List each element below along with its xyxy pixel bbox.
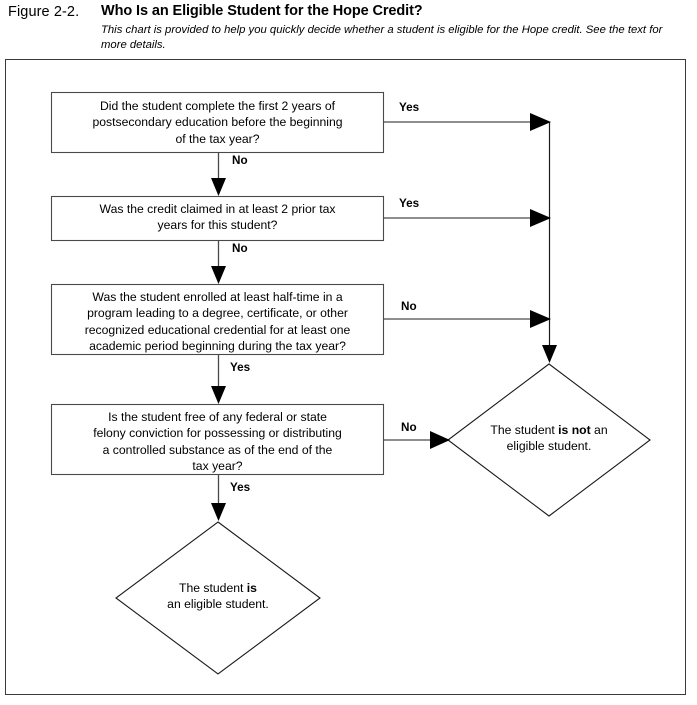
outcome-eligible-text: The student is an eligible student. [128,580,308,613]
edge-label-q3-no: No [401,300,417,313]
figure-subtitle: This chart is provided to help you quick… [101,24,663,51]
decision-box-4-text: Is the student free of any federal or st… [93,410,342,474]
edge-label-q4-no: No [401,421,417,434]
edge-label-q2-yes: Yes [399,197,420,210]
decision-box-1-text: Did the student complete the first 2 yea… [92,99,343,146]
eligible-line2: an eligible student. [167,597,269,612]
figure-title: Who Is an Eligible Student for the Hope … [101,3,423,19]
eligible-line1: The student is [179,581,257,595]
figure-number: Figure 2-2. [8,4,80,20]
edge-label-q1-no: No [232,154,248,167]
edge-label-q1-yes: Yes [399,101,420,114]
chart-frame [5,59,686,695]
outcome-not-eligible-text: The student is not an eligible student. [459,422,639,455]
edge-label-q3-yes: Yes [230,361,251,374]
edge-label-q2-no: No [232,242,248,255]
decision-box-3-text: Was the student enrolled at least half-t… [84,290,351,354]
not-eligible-line2: eligible student. [506,439,592,454]
not-eligible-line1: The student is not an [490,423,608,437]
figure-header: Figure 2-2. Who Is an Eligible Student f… [0,0,697,58]
edge-label-q4-yes: Yes [230,481,251,494]
decision-box-2-text: Was the credit claimed in at least 2 pri… [99,202,336,233]
